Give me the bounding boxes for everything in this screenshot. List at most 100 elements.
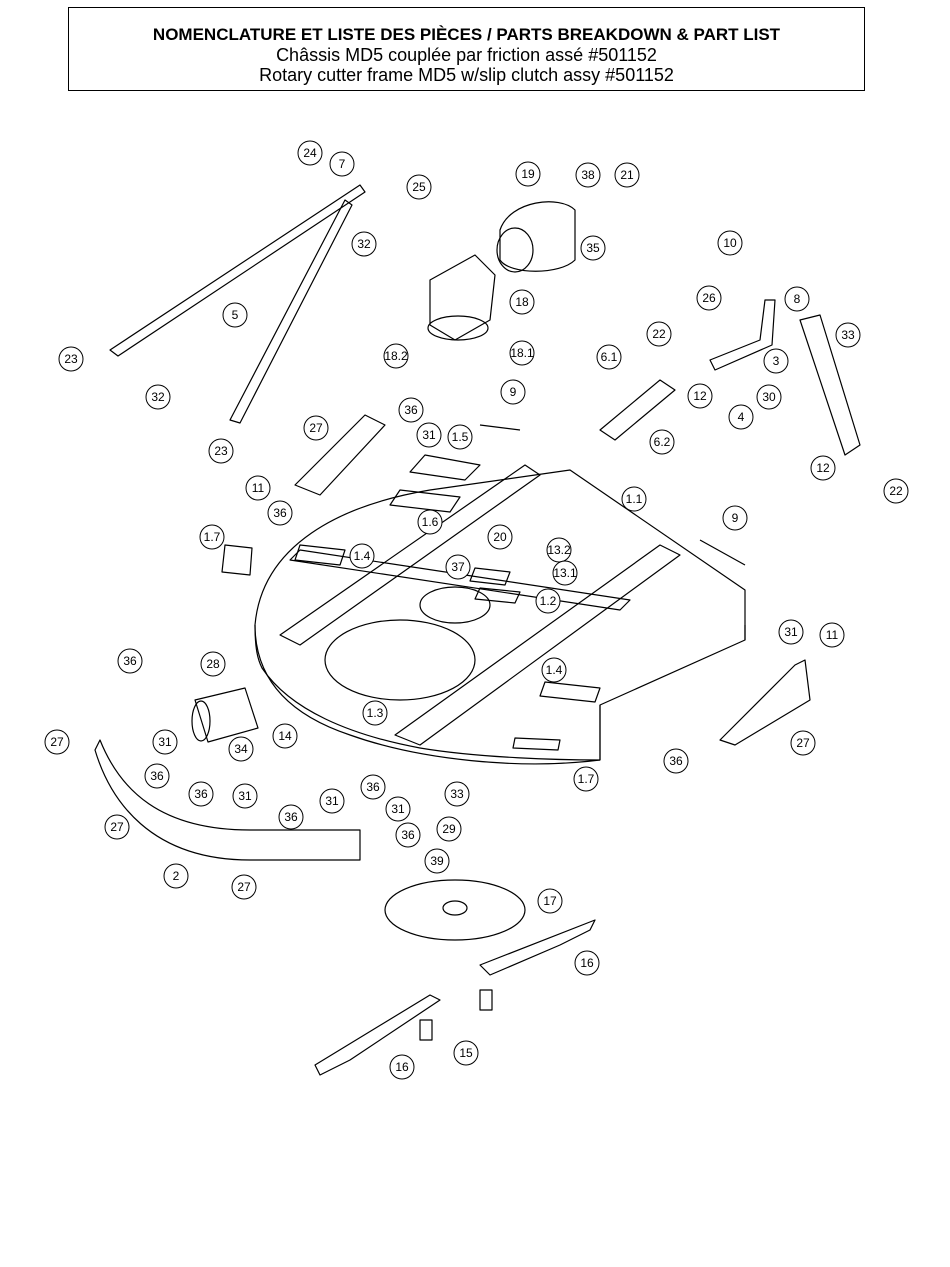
callout-label: 34 xyxy=(234,742,248,756)
callout-label: 21 xyxy=(620,168,634,182)
callout-29: 29 xyxy=(436,816,462,842)
callout-circle xyxy=(515,161,541,187)
callout-label: 8 xyxy=(794,292,801,306)
callout-circle xyxy=(383,343,409,369)
callout-label: 6.1 xyxy=(601,350,618,364)
callout-label: 32 xyxy=(357,237,371,251)
callout-label: 13.1 xyxy=(553,566,577,580)
callout-2: 2 xyxy=(163,863,189,889)
callout-36: 36 xyxy=(398,397,424,423)
callout-1-6: 1.6 xyxy=(417,509,443,535)
callout-1-5: 1.5 xyxy=(447,424,473,450)
callout-1-1: 1.1 xyxy=(621,486,647,512)
callout-label: 24 xyxy=(303,146,317,160)
callout-13-2: 13.2 xyxy=(546,537,572,563)
a-frame-bar-2 xyxy=(229,199,353,424)
callout-label: 4 xyxy=(738,410,745,424)
frame-beam-left xyxy=(279,464,541,646)
callout-circle xyxy=(835,322,861,348)
callout-circle xyxy=(614,162,640,188)
slip-clutch-body xyxy=(499,201,576,272)
callout-label: 33 xyxy=(841,328,855,342)
callout-12: 12 xyxy=(687,383,713,409)
callout-circle xyxy=(696,285,722,311)
callout-27: 27 xyxy=(104,814,130,840)
callout-circle xyxy=(453,1040,479,1066)
callout-31: 31 xyxy=(385,796,411,822)
callout-20: 20 xyxy=(487,524,513,550)
callout-19: 19 xyxy=(515,161,541,187)
callout-1-4: 1.4 xyxy=(349,543,375,569)
callout-label: 27 xyxy=(796,736,810,750)
callout-circle xyxy=(395,822,421,848)
callout-label: 19 xyxy=(521,167,535,181)
callout-1-4: 1.4 xyxy=(541,657,567,683)
callout-31: 31 xyxy=(152,729,178,755)
callout-circle xyxy=(649,429,675,455)
plate-1-4-left xyxy=(294,544,346,566)
callout-16: 16 xyxy=(574,950,600,976)
callout-circle xyxy=(810,455,836,481)
frame-cross-beam xyxy=(289,549,631,611)
callout-label: 36 xyxy=(123,654,137,668)
callout-6-1: 6.1 xyxy=(596,344,622,370)
callout-36: 36 xyxy=(267,500,293,526)
plate-1-6 xyxy=(389,489,461,513)
callout-label: 18.1 xyxy=(510,346,534,360)
callout-label: 27 xyxy=(50,735,64,749)
slip-clutch-face xyxy=(496,227,534,273)
page-title: NOMENCLATURE ET LISTE DES PIÈCES / PARTS… xyxy=(152,25,781,44)
callout-label: 9 xyxy=(732,511,739,525)
callout-label: 31 xyxy=(422,428,436,442)
callout-label: 31 xyxy=(325,794,339,808)
callout-35: 35 xyxy=(580,235,606,261)
blade-area xyxy=(324,619,476,701)
callout-36: 36 xyxy=(278,804,304,830)
callout-label: 12 xyxy=(693,389,707,403)
side-bracket-11-right xyxy=(719,659,811,746)
callout-10: 10 xyxy=(717,230,743,256)
callout-1-2: 1.2 xyxy=(535,588,561,614)
motor-end xyxy=(191,700,211,742)
callout-18-2: 18.2 xyxy=(383,343,409,369)
plate-1-7 xyxy=(512,737,561,751)
callout-label: 37 xyxy=(451,560,465,574)
callout-label: 27 xyxy=(237,880,251,894)
callout-circle xyxy=(580,235,606,261)
hydraulic-motor xyxy=(194,687,259,743)
callout-circle xyxy=(362,700,388,726)
frame-beam-right xyxy=(394,544,681,746)
deck-skirt xyxy=(254,624,601,761)
callout-label: 33 xyxy=(450,787,464,801)
callout-circle xyxy=(574,950,600,976)
deck-shell xyxy=(254,469,746,765)
callout-circle xyxy=(389,1054,415,1080)
callout-circle xyxy=(200,651,226,677)
blade-16-left xyxy=(314,994,441,1076)
deck-top-rim xyxy=(599,625,746,760)
callout-label: 35 xyxy=(586,241,600,255)
callout-26: 26 xyxy=(696,285,722,311)
callout-circle xyxy=(163,863,189,889)
bracket-6 xyxy=(599,379,676,441)
callout-label: 1.3 xyxy=(367,706,384,720)
callout-label: 3 xyxy=(773,354,780,368)
blade-holder-hub xyxy=(442,900,468,916)
callout-label: 29 xyxy=(442,822,456,836)
callout-circle xyxy=(500,379,526,405)
callout-label: 18 xyxy=(515,295,529,309)
callout-label: 32 xyxy=(151,390,165,404)
callout-label: 1.6 xyxy=(422,515,439,529)
callout-label: 1.4 xyxy=(354,549,371,563)
sticker-1-7-left xyxy=(221,544,253,576)
callout-circle xyxy=(445,554,471,580)
callout-18: 18 xyxy=(509,289,535,315)
callout-label: 1.7 xyxy=(578,772,595,786)
callout-circle xyxy=(552,560,578,586)
callout-label: 1.2 xyxy=(540,594,557,608)
callout-circle xyxy=(722,505,748,531)
callout-circle xyxy=(790,730,816,756)
callout-circle xyxy=(349,543,375,569)
